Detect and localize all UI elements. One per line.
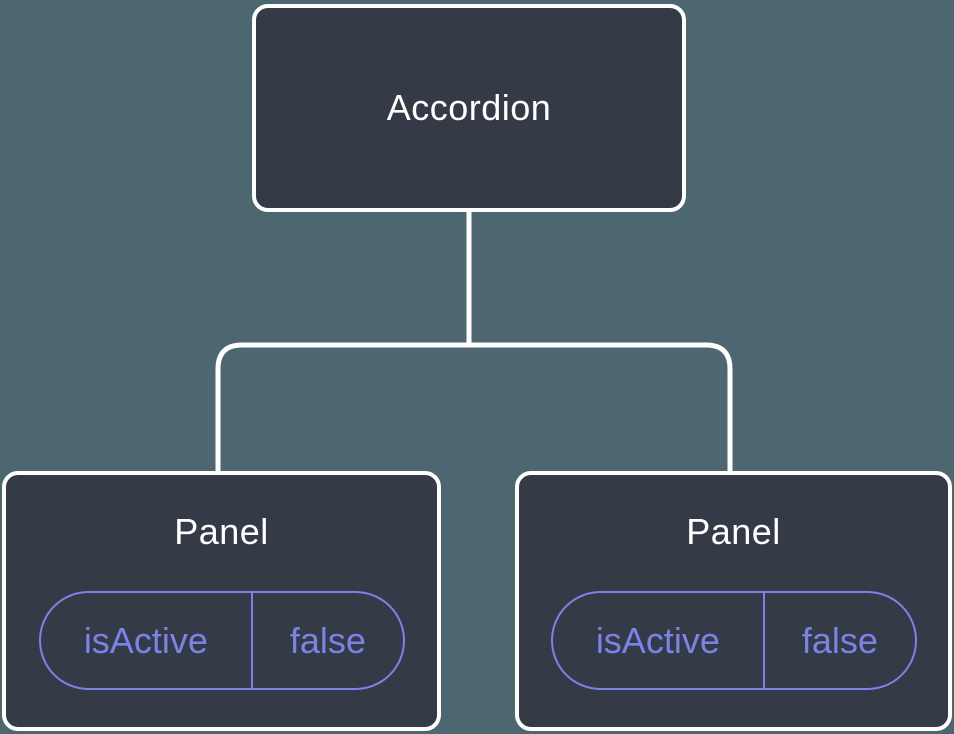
component-node-panel-1: Panel isActive false	[2, 471, 441, 731]
panel-node-label: Panel	[174, 511, 269, 552]
state-name: isActive	[553, 593, 766, 688]
state-pill: isActive false	[550, 591, 917, 690]
state-value: false	[289, 619, 366, 661]
component-node-accordion: Accordion	[252, 4, 686, 212]
panel-node-label: Panel	[686, 511, 781, 552]
accordion-node-label: Accordion	[386, 87, 552, 128]
state-value: false	[801, 619, 878, 661]
state-pill: isActive false	[38, 591, 405, 690]
state-name: isActive	[41, 593, 254, 688]
component-node-panel-2: Panel isActive false	[515, 471, 952, 731]
